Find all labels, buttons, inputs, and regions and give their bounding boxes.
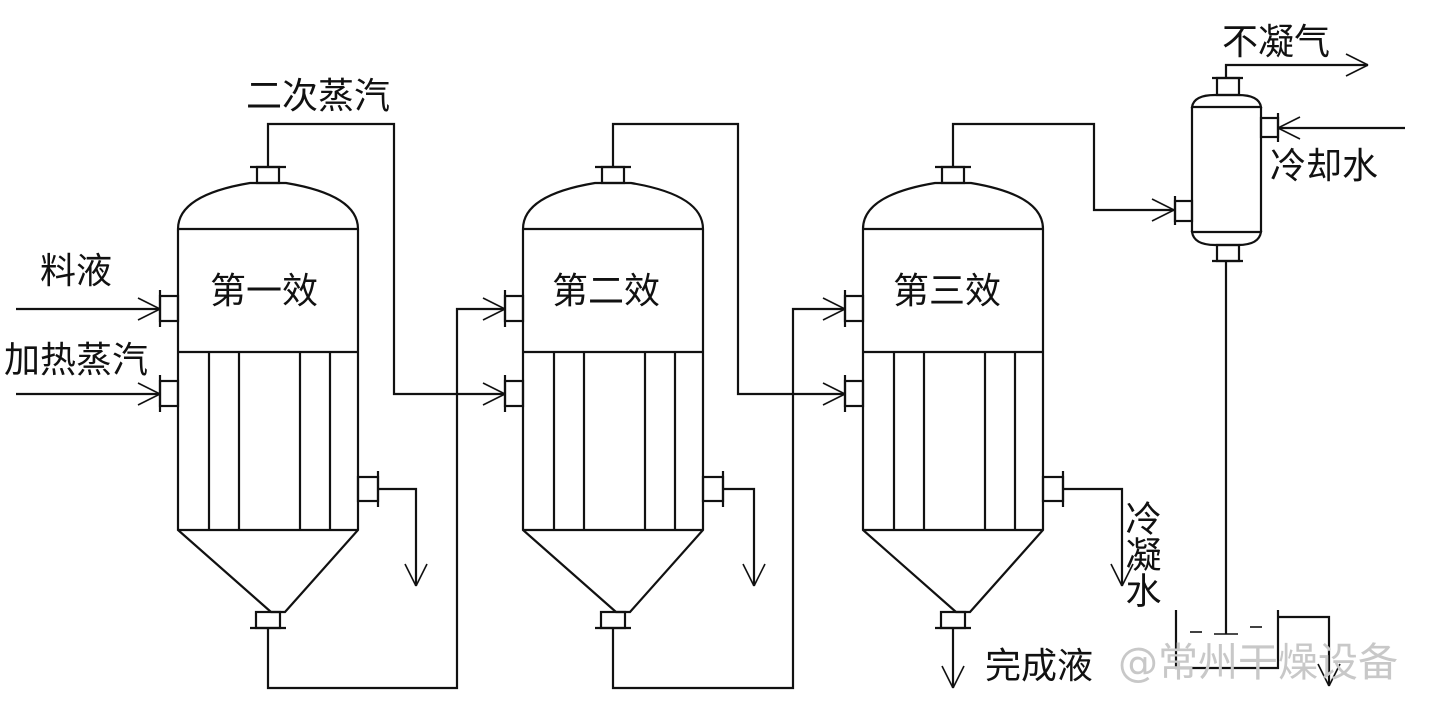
non-condensable-gas-label: 不凝气 (1222, 22, 1330, 63)
condensate-water-label: 冷凝水 (1120, 500, 1161, 608)
finished-liquid-label: 完成液 (985, 646, 1093, 687)
heating-steam-label: 加热蒸汽 (4, 340, 148, 381)
evaporator-effect-3 (843, 165, 1065, 630)
effect-1-label: 第一效 (210, 271, 318, 312)
secondary-steam-line-1 (266, 122, 506, 406)
feed-liquid-line (16, 297, 161, 321)
watermark: @常州干燥设备 (1118, 640, 1398, 686)
secondary-steam-line-3 (951, 122, 1175, 222)
liquid-transfer-line-2 (611, 297, 846, 690)
cooling-water-label: 冷却水 (1270, 146, 1378, 187)
heating-steam-line (16, 382, 161, 406)
secondary-steam-line-2 (611, 122, 846, 406)
hot-well-tank (1174, 610, 1341, 687)
condensate-outlet-2 (723, 487, 766, 587)
liquid-transfer-line-1 (266, 297, 506, 690)
effect-2-label: 第二效 (552, 271, 660, 312)
non-condensable-gas-line (1224, 53, 1369, 78)
secondary-steam-label: 二次蒸汽 (246, 76, 390, 117)
condensate-outlet-1 (378, 487, 428, 587)
evaporator-effect-2 (503, 165, 725, 630)
evaporator-effect-1 (158, 165, 380, 630)
condenser (1173, 76, 1280, 263)
effect-3-label: 第三效 (893, 271, 1001, 312)
cooling-water-line (1277, 116, 1405, 140)
condensate-outlet-3 (1063, 487, 1134, 587)
finished-liquid-outlet (941, 628, 965, 689)
feed-liquid-label: 料液 (40, 251, 112, 292)
